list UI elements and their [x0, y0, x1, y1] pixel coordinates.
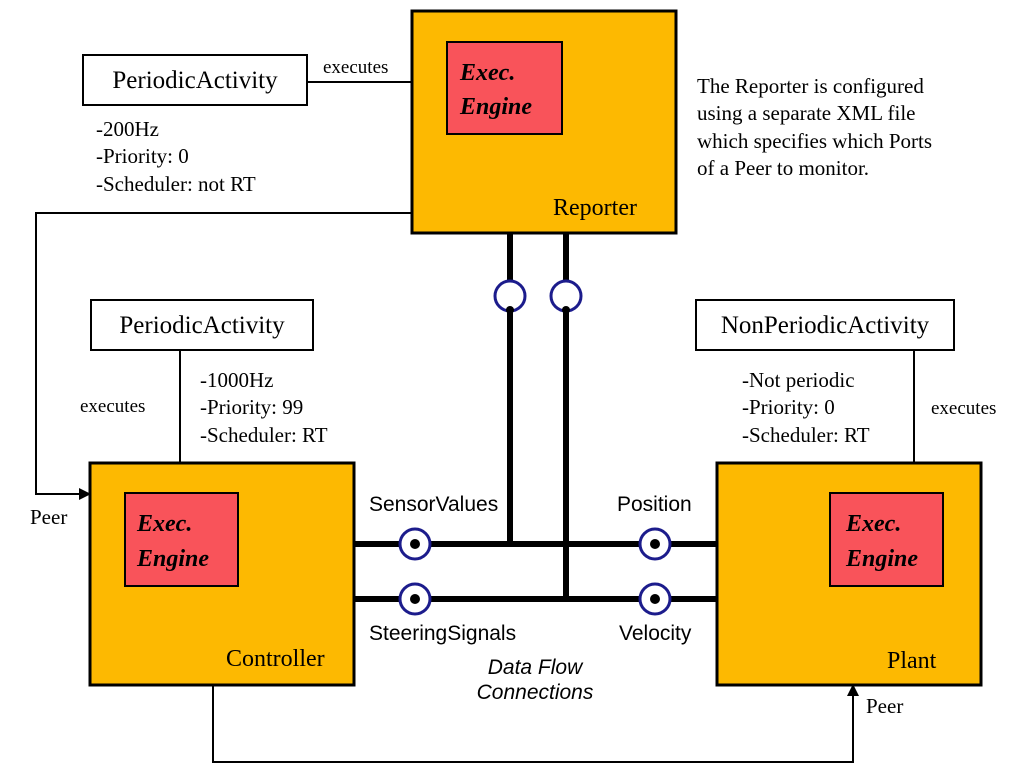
- executes-label-right: executes: [931, 398, 996, 419]
- note-line-2: using a separate XML file: [697, 101, 915, 125]
- reporter-port-1: [493, 279, 527, 314]
- reporter-label: Reporter: [553, 195, 637, 221]
- steering-signals-label: SteeringSignals: [369, 622, 516, 645]
- right-activity-prop-2: -Priority: 0: [742, 395, 835, 419]
- note-line-3: which specifies which Ports: [697, 129, 932, 153]
- sensor-values-port: [398, 527, 432, 561]
- periodic-activity-top-label: PeriodicActivity: [112, 67, 278, 94]
- peer-label-plant: Peer: [866, 694, 903, 718]
- left-activity-prop-2: -Priority: 99: [200, 395, 303, 419]
- nonperiodic-activity-box: [695, 299, 955, 351]
- plant-exec-engine: [829, 492, 944, 587]
- position-label: Position: [617, 493, 692, 516]
- controller-engine-label-1: Exec.: [136, 511, 192, 537]
- top-activity-prop-2: -Priority: 0: [96, 144, 189, 168]
- periodic-activity-top-box: [82, 54, 308, 106]
- top-activity-prop-3: -Scheduler: not RT: [96, 172, 256, 196]
- periodic-activity-left-box: [90, 299, 314, 351]
- controller-engine-label-2: Engine: [136, 546, 209, 572]
- velocity-port: [638, 582, 672, 616]
- peer-arrow-reporter-controller: [35, 212, 412, 500]
- note-line-4: of a Peer to monitor.: [697, 156, 869, 180]
- top-activity-prop-1: -200Hz: [96, 117, 159, 141]
- reporter-port-2: [549, 279, 583, 314]
- controller-exec-engine: [124, 492, 239, 587]
- left-activity-prop-3: -Scheduler: RT: [200, 423, 328, 447]
- peer-arrow-controller-plant: [212, 684, 859, 763]
- left-activity-prop-1: -1000Hz: [200, 368, 273, 392]
- plant-label: Plant: [887, 648, 937, 674]
- position-port: [638, 527, 672, 561]
- steering-signals-port: [398, 582, 432, 616]
- reporter-engine-label-1: Exec.: [459, 60, 515, 86]
- plant-engine-label-1: Exec.: [845, 511, 901, 537]
- sensor-values-label: SensorValues: [369, 493, 498, 516]
- nonperiodic-activity-label: NonPeriodicActivity: [721, 312, 930, 339]
- note-line-1: The Reporter is configured: [697, 74, 924, 98]
- peer-label-controller: Peer: [30, 505, 67, 529]
- right-activity-prop-1: -Not periodic: [742, 368, 855, 392]
- dataflow-caption-1: Data Flow: [488, 656, 584, 679]
- controller-label: Controller: [226, 646, 325, 672]
- executes-label-top: executes: [323, 57, 388, 78]
- executes-label-left: executes: [80, 396, 145, 417]
- plant-engine-label-2: Engine: [845, 546, 918, 572]
- reporter-engine-label-2: Engine: [459, 94, 532, 120]
- velocity-label: Velocity: [619, 622, 692, 645]
- periodic-activity-left-label: PeriodicActivity: [119, 312, 285, 339]
- reporter-exec-engine: [446, 41, 563, 135]
- right-activity-prop-3: -Scheduler: RT: [742, 423, 870, 447]
- dataflow-caption-2: Connections: [477, 681, 594, 704]
